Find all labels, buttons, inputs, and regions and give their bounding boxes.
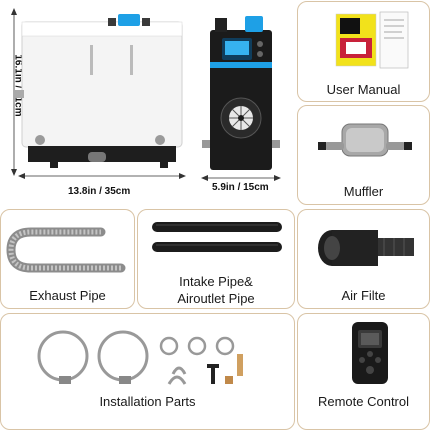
remote-control-panel: Remote Control	[297, 313, 430, 430]
exhaust-pipe-label: Exhaust Pipe	[29, 288, 106, 303]
exhaust-pipe-panel: Exhaust Pipe	[0, 209, 135, 309]
air-filter-label: Air Filte	[341, 288, 386, 303]
muffler-illustration	[318, 123, 412, 157]
intake-pipe-illustration	[152, 222, 282, 252]
heater-drawing	[11, 8, 281, 181]
muffler-label: Muffler	[343, 184, 384, 199]
installation-parts-label: Installation Parts	[99, 394, 196, 409]
air-filter-illustration	[318, 230, 414, 266]
intake-pipe-label-line2: Airoutlet Pipe	[177, 291, 255, 306]
air-filter-panel: Air Filte	[297, 209, 430, 309]
muffler-panel: Muffler	[297, 105, 430, 205]
controller-blue-cap-icon	[245, 16, 263, 32]
exhaust-pipe-illustration	[6, 227, 126, 273]
intake-pipe-label-line1: Intake Pipe&	[179, 274, 253, 289]
user-manual-label: User Manual	[326, 82, 401, 97]
manual-illustration	[335, 11, 409, 69]
heater-product-view: 16.1in / 41cm	[0, 0, 295, 205]
remote-control-illustration	[352, 322, 388, 384]
width-dimension-label: 13.8in / 35cm	[68, 186, 131, 197]
intake-pipe-panel: Intake Pipe& Airoutlet Pipe	[137, 209, 295, 309]
installation-parts-illustration	[37, 330, 243, 385]
installation-parts-panel: Installation Parts	[0, 313, 295, 430]
user-manual-panel: User Manual	[297, 1, 430, 102]
remote-control-label: Remote Control	[317, 394, 410, 409]
blue-cap-icon	[118, 14, 140, 26]
depth-dimension-label: 5.9in / 15cm	[212, 182, 269, 193]
